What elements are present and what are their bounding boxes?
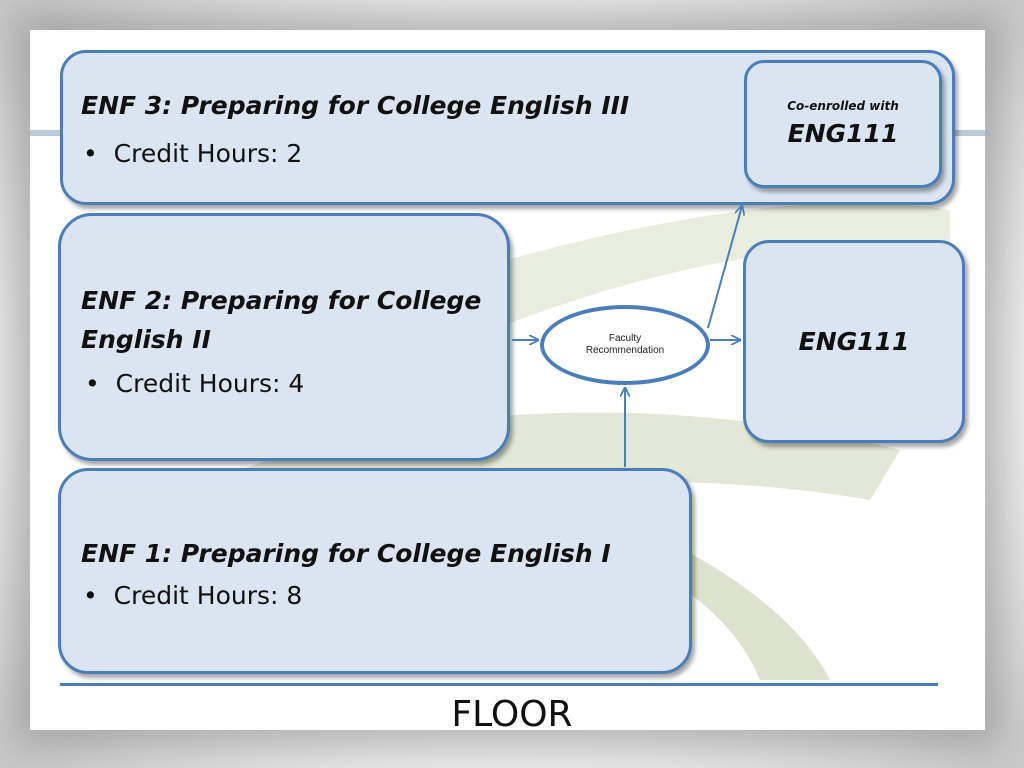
floor-label: FLOOR: [451, 694, 573, 735]
eng111-box: ENG111: [743, 240, 965, 443]
recommendation-line1: Faculty: [608, 333, 642, 344]
bullet-icon: •: [83, 139, 114, 168]
enf2-credit-text: Credit Hours: 4: [115, 369, 305, 398]
coenrolled-box: Co-enrolled with ENG111: [744, 60, 942, 188]
enf2-box: ENF 2: Preparing for College English II …: [58, 213, 510, 461]
arrow-recommendation-to-coenrolled: [707, 206, 742, 329]
enf1-credit-hours: • Credit Hours: 8: [83, 581, 302, 610]
enf1-title: ENF 1: Preparing for College English I: [81, 539, 611, 568]
enf2-title-line1: ENF 2: Preparing for College: [81, 286, 482, 315]
eng111-course: ENG111: [798, 327, 910, 356]
faculty-recommendation-node: Faculty Recommendation: [540, 305, 710, 385]
bullet-icon: •: [83, 581, 114, 610]
enf1-credit-text: Credit Hours: 8: [113, 581, 303, 610]
recommendation-line2: Recommendation: [585, 345, 665, 356]
enf1-box: ENF 1: Preparing for College English I •…: [58, 468, 692, 674]
enf3-credit-text: Credit Hours: 2: [113, 139, 303, 168]
coenrolled-label: Co-enrolled with: [787, 99, 899, 113]
floor-line: [60, 683, 938, 686]
enf2-title-line2: English II: [81, 325, 211, 354]
enf3-credit-hours: • Credit Hours: 2: [83, 139, 302, 168]
enf2-credit-hours: • Credit Hours: 4: [85, 369, 304, 398]
enf3-title: ENF 3: Preparing for College English III: [81, 91, 630, 120]
coenrolled-course: ENG111: [787, 119, 899, 148]
bullet-icon: •: [85, 369, 116, 398]
